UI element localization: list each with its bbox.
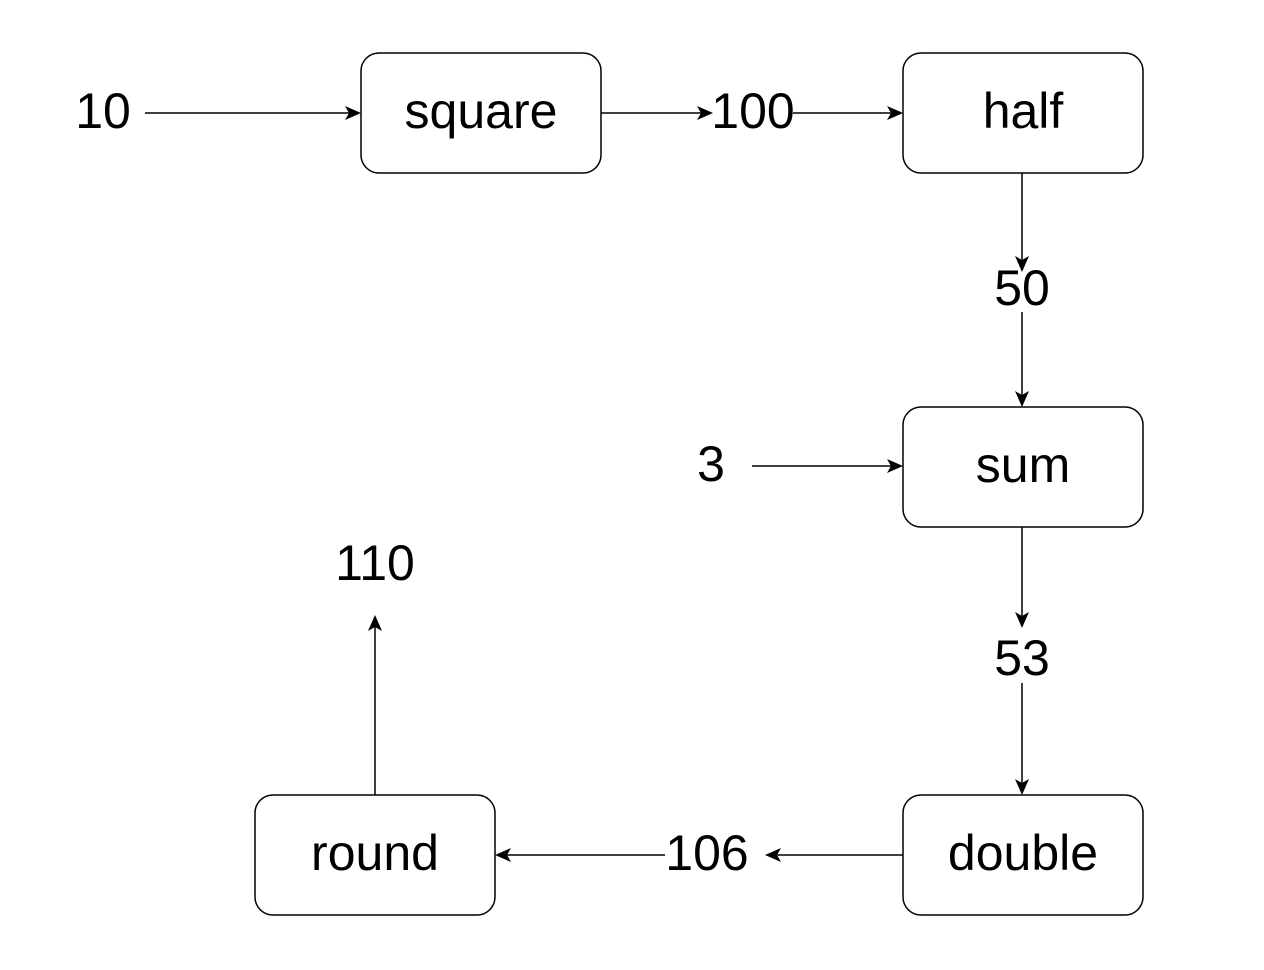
node-sum: sum [902, 406, 1144, 528]
node-double: double [902, 794, 1144, 916]
node-half: half [902, 52, 1144, 174]
value-50: 50 [994, 260, 1050, 316]
value-input-3: 3 [697, 436, 725, 492]
value-53: 53 [994, 630, 1050, 686]
arrowhead-double [1015, 779, 1029, 795]
value-input-10: 10 [75, 83, 131, 139]
arrowhead-106 [765, 848, 781, 862]
node-half-label: half [983, 83, 1064, 139]
arrowhead-53 [1015, 612, 1029, 628]
arrowhead-110 [368, 615, 382, 631]
node-sum-label: sum [976, 437, 1070, 493]
arrowhead-round [495, 848, 511, 862]
node-round-label: round [311, 825, 439, 881]
arrowhead-sum-left [887, 459, 903, 473]
arrowhead-half [887, 106, 903, 120]
node-round: round [254, 794, 496, 916]
arrowhead-sum-top [1015, 391, 1029, 407]
value-100: 100 [711, 83, 794, 139]
value-106: 106 [665, 825, 748, 881]
arrowhead-square [345, 106, 361, 120]
arrowhead-100 [697, 106, 713, 120]
value-output-110: 110 [335, 535, 415, 591]
arrowhead-50 [1015, 256, 1029, 272]
node-square: square [360, 52, 602, 174]
node-double-label: double [948, 825, 1098, 881]
node-square-label: square [405, 83, 558, 139]
edges [145, 106, 1029, 862]
